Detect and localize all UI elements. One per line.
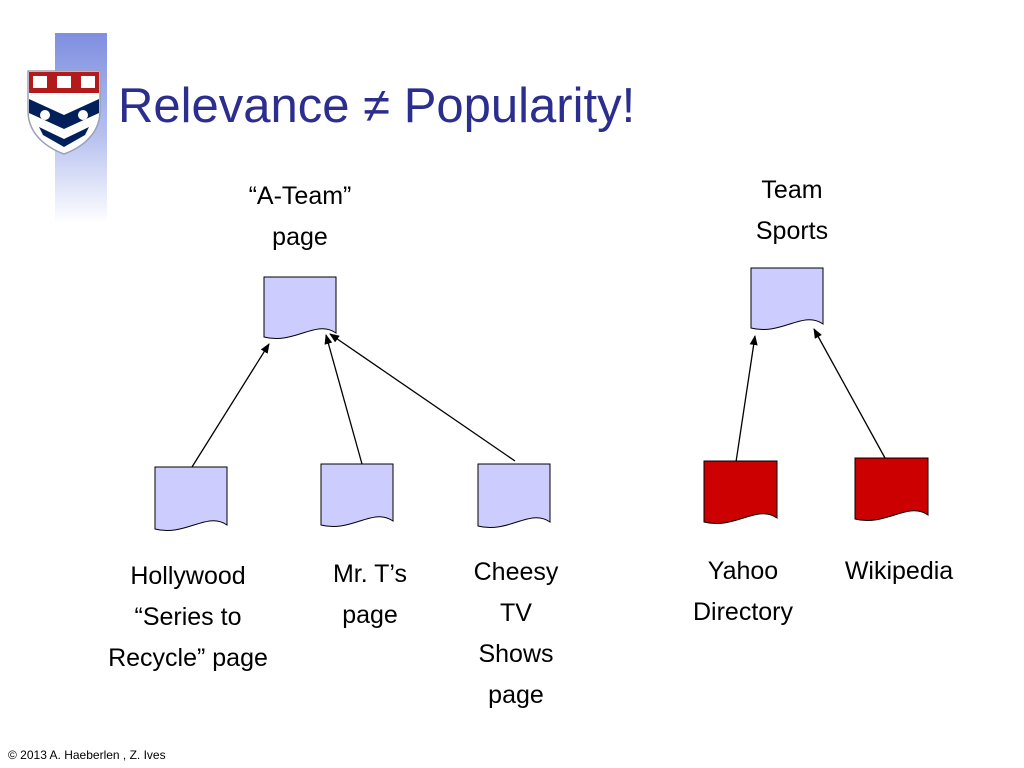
label-ateam: “A-Team” page [249,176,352,258]
label-line: Directory [692,598,794,626]
link-arrow-mrt-to-ateam [324,334,363,465]
link-arrow-yahoo-to-sports [735,335,758,463]
label-line: page [342,601,398,629]
label-line: Wikipedia [844,557,954,585]
label-line: Team [761,176,823,204]
link-arrow-hollywood-to-ateam [191,343,270,468]
page-node-sports [750,267,824,330]
label-line: Shows [478,640,554,668]
page-node-hollywood [154,466,228,531]
label-line: “Series to [134,603,242,631]
page-node-yahoo [703,460,778,524]
label-mrt: Mr. T’s page [333,554,407,636]
page-node-wikipedia [854,457,929,521]
label-line: Cheesy [473,558,559,586]
copyright-footer: © 2013 A. Haeberlen , Z. Ives [8,748,166,762]
title-part2: Popularity! [403,79,636,133]
page-node-ateam [263,276,337,339]
link-arrow-cheesy-to-ateam [329,333,516,462]
label-line: page [272,223,328,251]
page-node-cheesy [477,463,551,528]
label-line: page [488,681,544,709]
label-hollywood: Hollywood “Series to Recycle” page [108,556,268,679]
link-arrow-wikipedia-to-sports [813,328,886,459]
label-line: Hollywood [130,562,246,590]
page-node-mrt [320,463,394,527]
label-line: “A-Team” [248,182,352,210]
label-line: Recycle” page [108,644,268,672]
label-line: TV [500,599,532,627]
label-wikipedia: Wikipedia [845,551,953,592]
label-line: Mr. T’s [332,560,408,588]
label-line: Sports [755,217,829,245]
page-title: Relevance ≠ Popularity! [118,79,636,134]
university-shield-icon [27,70,101,155]
label-line: Yahoo [707,557,779,585]
title-part1: Relevance [118,79,350,133]
not-equal-sign: ≠ [363,79,391,133]
